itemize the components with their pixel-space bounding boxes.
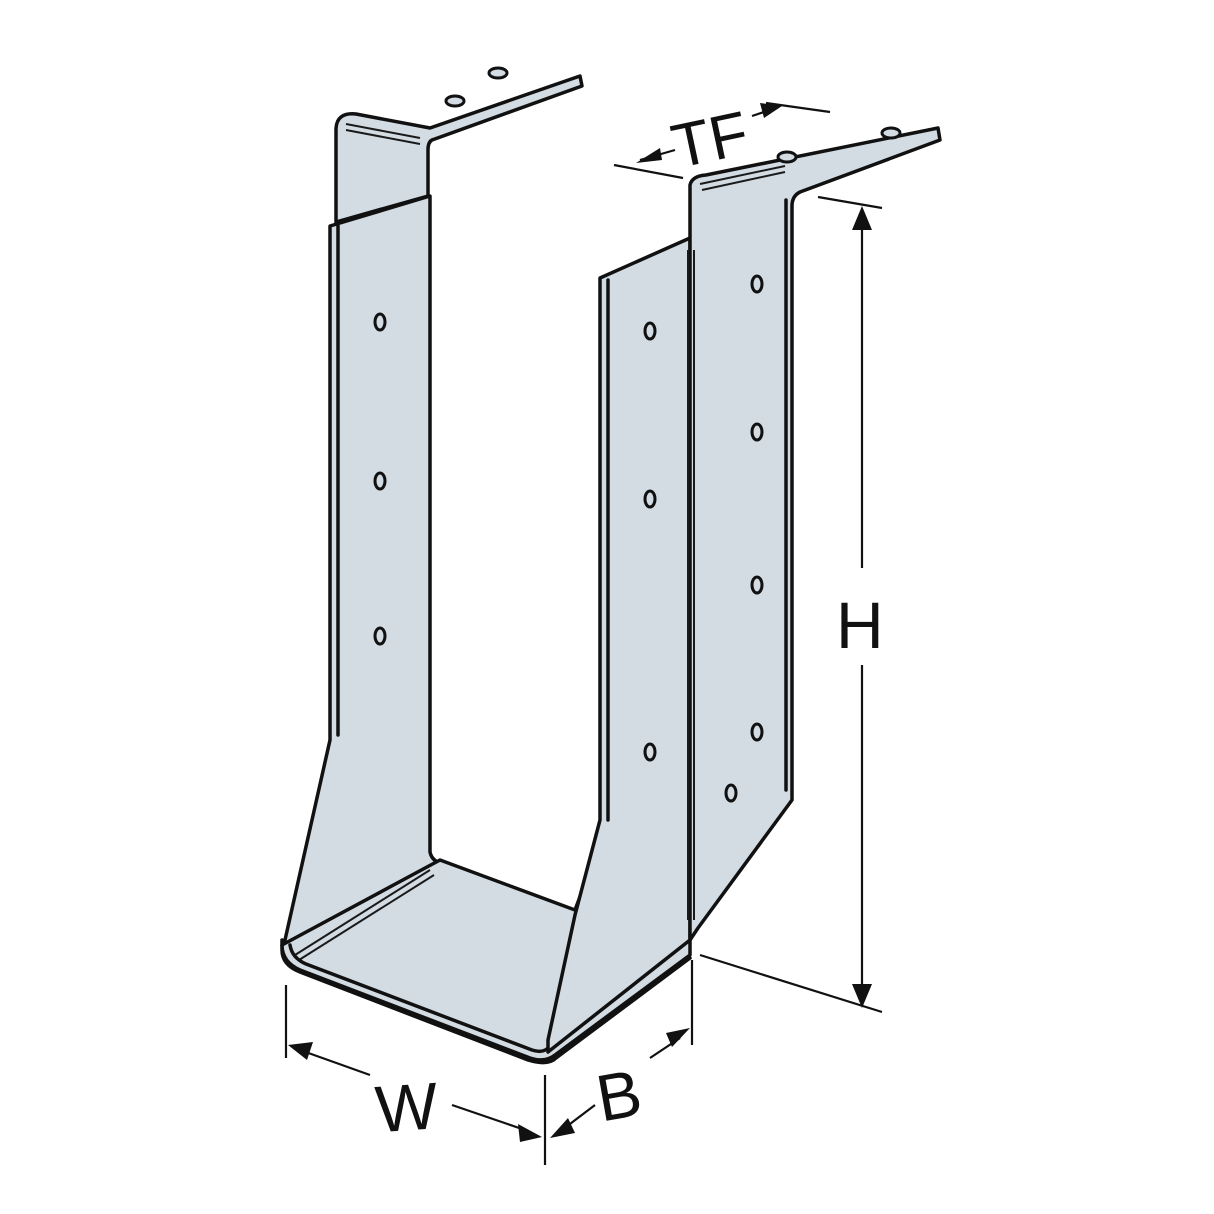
fastener-hole-icon (750, 274, 764, 294)
dimension-label-w: W (373, 1068, 441, 1146)
fastener-hole-icon (750, 575, 764, 595)
arrowhead-icon (666, 1028, 690, 1047)
arrowhead-icon (760, 103, 782, 118)
fastener-hole-icon (724, 783, 738, 803)
dimension-label-tf: TF (666, 99, 754, 182)
fastener-hole-icon (643, 742, 657, 762)
fastener-hole-icon (373, 626, 387, 646)
fastener-hole-icon (487, 66, 509, 80)
dimension-w: W (284, 985, 547, 1165)
dimension-h: H (699, 195, 884, 1014)
fastener-hole-icon (880, 126, 902, 140)
fastener-hole-icon (750, 422, 764, 442)
fastener-hole-icon (373, 471, 387, 491)
fastener-hole-icon (643, 321, 657, 341)
left-top-flange (334, 66, 584, 240)
arrowhead-down-icon (852, 984, 872, 1008)
arrowhead-up-icon (852, 206, 872, 230)
fastener-hole-icon (750, 722, 764, 742)
arrowhead-icon (518, 1124, 542, 1142)
fastener-hole-icon (444, 94, 466, 108)
dimension-tf: TF (613, 99, 831, 182)
fastener-hole-icon (776, 150, 798, 164)
fastener-hole-icon (643, 489, 657, 509)
fastener-hole-icon (373, 312, 387, 332)
right-outer-face (687, 126, 942, 942)
arrowhead-icon (550, 1118, 575, 1138)
dimension-label-b: B (591, 1055, 647, 1136)
arrowhead-icon (288, 1042, 313, 1060)
dimension-label-h: H (836, 588, 884, 662)
arrowhead-icon (636, 148, 662, 163)
